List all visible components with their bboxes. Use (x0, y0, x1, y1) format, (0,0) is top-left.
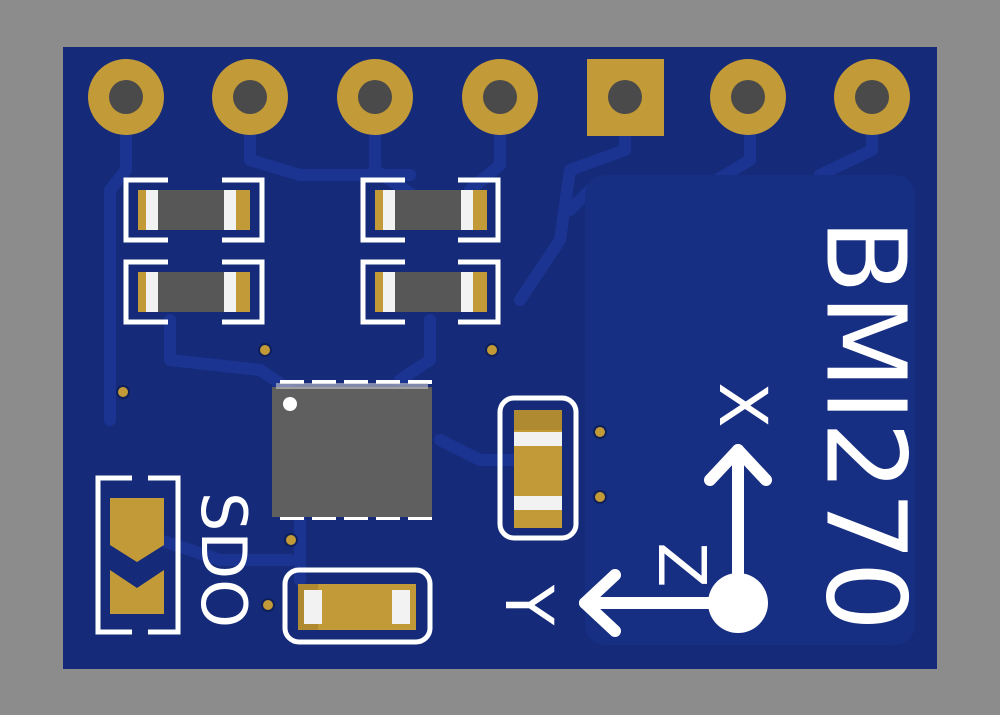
x-axis-label: X (704, 382, 781, 427)
x-arrow-head (704, 444, 772, 486)
y-axis-label: Y (490, 584, 567, 626)
pin-hole (731, 80, 765, 114)
resistor-r3 (360, 177, 501, 243)
pin-hole (358, 80, 392, 114)
pin1-marker (283, 397, 297, 411)
pin-header (88, 59, 910, 136)
pin-hole (855, 80, 889, 114)
resistor-r1 (123, 177, 265, 243)
y-arrow-head (579, 569, 621, 637)
resistor-r4 (360, 259, 501, 325)
pin-hole (483, 80, 517, 114)
pin-hole (608, 80, 642, 114)
ground-pour (585, 175, 915, 645)
pin-hole (109, 80, 143, 114)
sdo-solder-jumper (95, 475, 181, 635)
z-axis-label: Z (643, 542, 720, 587)
vias (116, 343, 607, 612)
resistor-r2 (123, 259, 265, 325)
chip-name-label: BMI270 (802, 219, 930, 632)
pin-hole (233, 80, 267, 114)
capacitor-c2 (282, 567, 433, 645)
axis-diagram (579, 444, 772, 637)
sdo-label: SDO (187, 492, 260, 628)
bmi270-chip (272, 380, 432, 520)
z-axis-dot (708, 573, 768, 633)
capacitor-c1 (497, 395, 579, 541)
